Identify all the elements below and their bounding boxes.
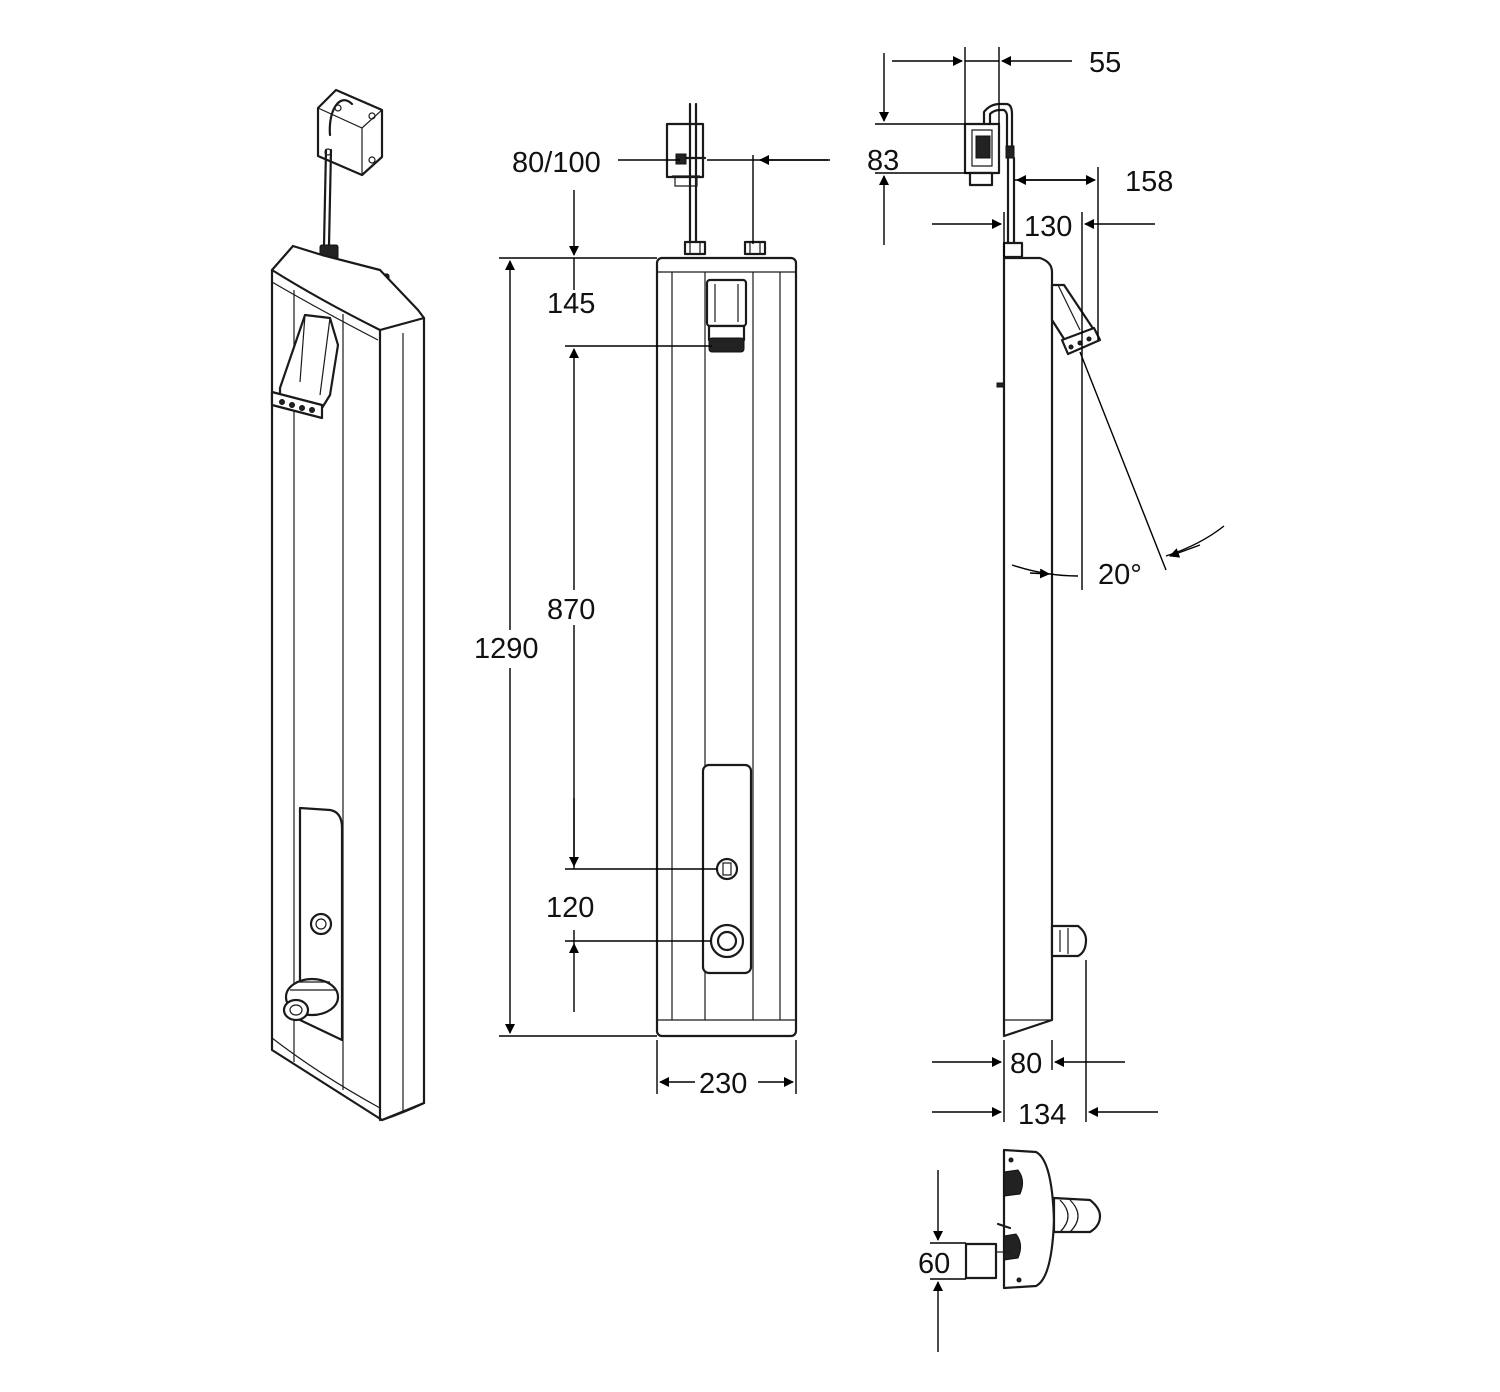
dim-870: 870: [547, 594, 595, 626]
dim-130: 130: [1024, 211, 1072, 243]
top-dimensions: [930, 1170, 966, 1352]
dim-1290: 1290: [474, 633, 539, 665]
isometric-view: [270, 88, 426, 1122]
side-view: [963, 102, 1102, 1038]
front-valve-box: [665, 102, 707, 254]
dim-145: 145: [547, 288, 595, 320]
dim-80: 80: [1010, 1048, 1042, 1080]
dim-83: 83: [867, 145, 899, 177]
front-connectors: [683, 240, 767, 256]
control-plate: [282, 806, 344, 1042]
shower-head: [270, 313, 340, 420]
side-shower-head: [1050, 283, 1102, 356]
side-connector: [1002, 241, 1024, 259]
front-control-plate: [701, 763, 753, 975]
dim-60: 60: [918, 1248, 950, 1280]
dim-120: 120: [546, 892, 594, 924]
dim-230: 230: [699, 1068, 747, 1100]
front-dimensions: [499, 155, 830, 1094]
side-dimensions: [875, 47, 1225, 1122]
side-panel: [996, 256, 1054, 1038]
dim-134: 134: [1018, 1099, 1066, 1131]
front-shower-head: [705, 278, 748, 353]
dim-80-100: 80/100: [512, 147, 601, 179]
side-junction-box: [963, 102, 1016, 247]
cable: [322, 148, 333, 247]
top-view: [964, 1148, 1102, 1290]
dim-20-degrees: 20°: [1098, 559, 1142, 591]
side-knob: [1050, 924, 1088, 958]
junction-box: [316, 88, 384, 177]
dim-158: 158: [1125, 166, 1173, 198]
dimension-labels: 80/100 145 870 1290 120 230 55 83 158 13…: [474, 47, 1173, 1280]
dim-55: 55: [1089, 47, 1121, 79]
front-view: [655, 102, 798, 1038]
